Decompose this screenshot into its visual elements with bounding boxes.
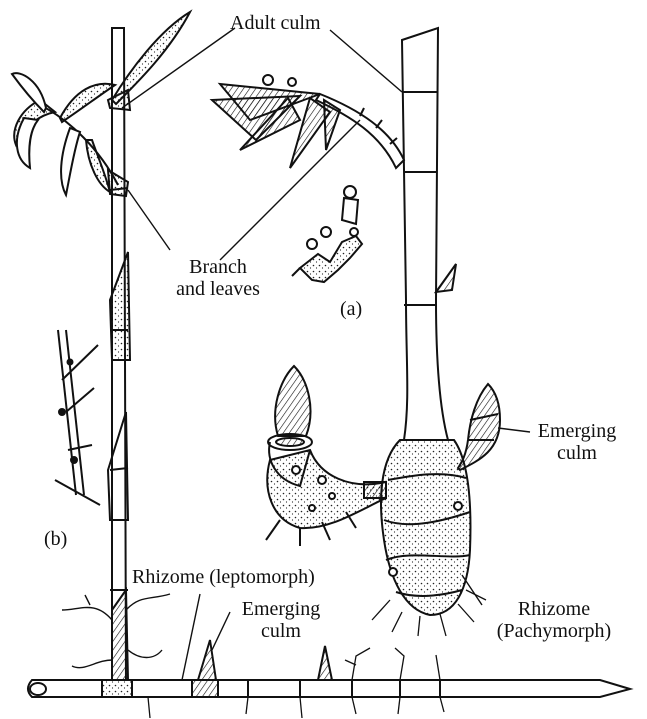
label-pachy-line1: Rhizome — [484, 598, 624, 620]
label-adult-culm: Adult culm — [230, 12, 321, 34]
label-emerging-culm-bottom: Emerging culm — [222, 598, 340, 642]
label-emerging-bottom-line1: Emerging — [222, 598, 340, 620]
leptomorph-culm — [108, 28, 130, 690]
leptomorph-branch-leaves — [12, 73, 128, 196]
pachymorph-neck-rhizome — [266, 366, 386, 546]
pachymorph-detail-a — [292, 186, 362, 282]
leptomorph-branch-detail — [55, 330, 100, 505]
label-pachy-line2: (Pachymorph) — [484, 620, 624, 642]
leptomorph-emerging-shoots — [198, 640, 332, 680]
pachymorph-bud — [436, 264, 456, 292]
label-branch-line1: Branch — [158, 256, 278, 278]
pachymorph-emerging-culm — [458, 384, 500, 470]
label-emerging-culm-right: Emerging culm — [520, 420, 634, 464]
pachymorph-rhizome — [381, 440, 470, 615]
label-emerging-right-line2: culm — [520, 442, 634, 464]
pachymorph-culm — [402, 28, 448, 440]
leptomorph-rhizome — [28, 680, 630, 697]
label-emerging-right-line1: Emerging — [520, 420, 634, 442]
label-fig-b: (b) — [44, 528, 67, 550]
label-emerging-bottom-line2: culm — [222, 620, 340, 642]
label-rhizome-leptomorph: Rhizome (leptomorph) — [132, 566, 315, 588]
label-branch-and-leaves: Branch and leaves — [158, 256, 278, 300]
label-branch-line2: and leaves — [158, 278, 278, 300]
pachymorph-branch-leaves — [212, 75, 404, 168]
label-rhizome-pachymorph: Rhizome (Pachymorph) — [484, 598, 624, 642]
label-fig-a: (a) — [340, 298, 362, 320]
